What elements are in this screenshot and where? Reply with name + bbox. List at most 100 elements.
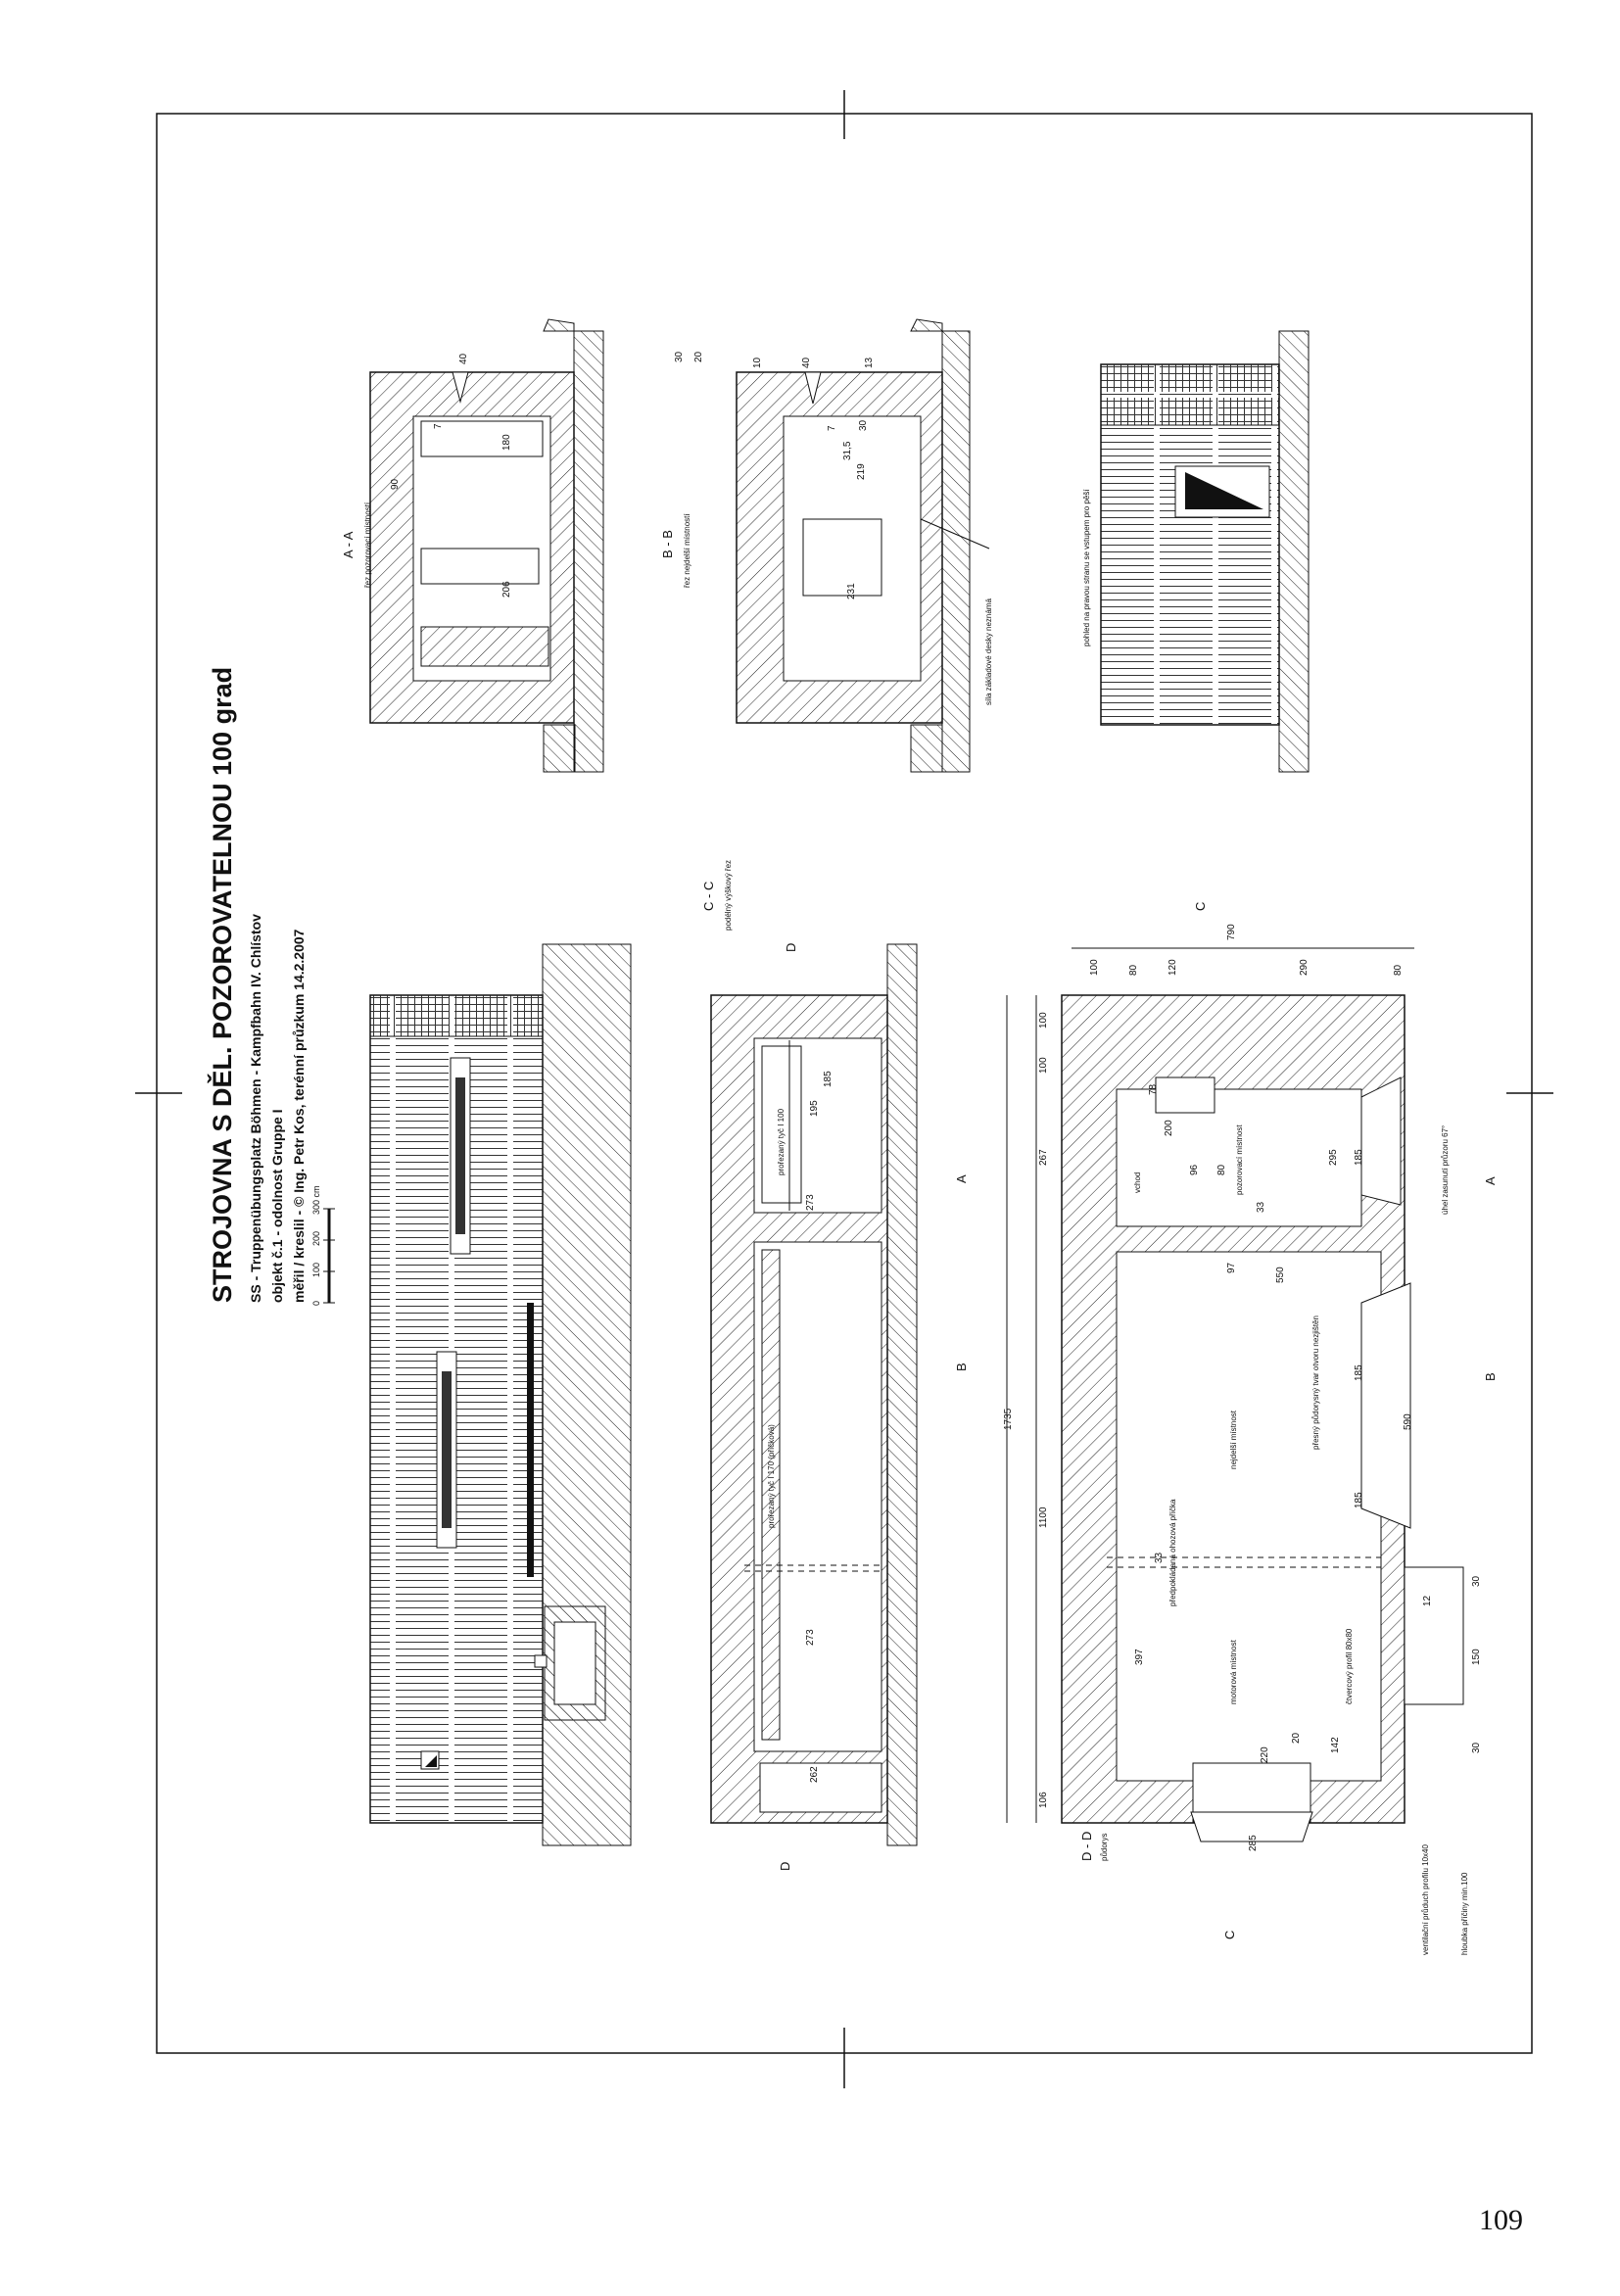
aa-dim-3: 180 — [501, 434, 512, 451]
dd-inner-8: 97 — [1226, 1262, 1237, 1273]
dd-inner-1: 200 — [1164, 1120, 1174, 1136]
dd-inner-10: 185 — [1354, 1364, 1364, 1381]
dd-top-3: 120 — [1167, 959, 1178, 976]
dd-marker-c1: C — [1193, 902, 1208, 911]
dd-left-5: 106 — [1038, 1792, 1049, 1808]
room-vchod: vchod — [1133, 1172, 1142, 1193]
aa-dim-4: 90 — [390, 478, 401, 490]
dd-inner-3: 96 — [1189, 1164, 1200, 1175]
bb-dim-5: 13 — [864, 357, 875, 368]
dd-note-1: úhel zasunutí průzoru 67° — [1441, 1125, 1450, 1215]
aa-dim-5: 206 — [501, 581, 512, 598]
dd-inner-13: 33 — [1154, 1552, 1165, 1563]
dd-left-1: 100 — [1038, 1012, 1049, 1028]
dd-inner-17: 30 — [1471, 1742, 1482, 1753]
view-elevation: pohled na pravou stranu se vstupem pro p… — [1082, 330, 1310, 773]
scale-tick-0: 0 — [311, 1301, 321, 1306]
dd-inner-20: 20 — [1291, 1732, 1302, 1744]
cc-prof1: prořezaný tyč I 100 — [777, 1108, 786, 1175]
dd-inner-2: 78 — [1148, 1083, 1159, 1095]
page-number: 109 — [1479, 2204, 1523, 2236]
cc-sub: podélný výškový řez — [724, 860, 733, 931]
dd-left-4: 1100 — [1038, 1507, 1049, 1528]
scale-tick-1: 100 — [311, 1263, 321, 1277]
room-motorova: motorová místnost — [1229, 1639, 1238, 1704]
bb-dim-3: 10 — [752, 357, 763, 368]
bb-label: B - B — [660, 530, 675, 558]
bb-dim-10: 231 — [846, 583, 857, 599]
scale-tick-3: 300 cm — [311, 1185, 321, 1215]
aa-sub: řez pozorovací místností — [363, 502, 372, 588]
dd-inner-12: 185 — [1354, 1492, 1364, 1508]
dd-left-2: 100 — [1038, 1057, 1049, 1074]
aa-dim-1: 40 — [458, 353, 469, 364]
bb-dim-6: 7 — [827, 425, 837, 431]
bb-dim-1: 30 — [674, 351, 685, 362]
dd-sub: půdorys — [1100, 1834, 1109, 1861]
dd-overall: 1735 — [1003, 1408, 1014, 1430]
dd-note-5: ventilační průduch profilu 10x40 — [1421, 1843, 1430, 1955]
dd-inner-14: 397 — [1134, 1649, 1145, 1665]
plan-dd: D - D půdorys 100 80 120 290 80 790 100 … — [1003, 902, 1498, 1955]
cc-marker-a: A — [954, 1174, 969, 1183]
section-aa: A - A řez pozorovací místností 40 7 180 … — [341, 318, 604, 773]
cc-dim-2: 195 — [809, 1100, 820, 1117]
cc-marker-d2: D — [778, 1862, 792, 1871]
title-line2: objekt č.1 - odolnost Gruppe I — [269, 1109, 285, 1303]
dd-inner-11: 590 — [1403, 1413, 1413, 1430]
dd-inner-9: 550 — [1275, 1267, 1286, 1283]
section-bb: B - B řez nejdelší místností 30 20 10 40… — [660, 318, 993, 773]
bb-dim-4: 40 — [801, 357, 812, 368]
aa-label: A - A — [341, 531, 356, 558]
view-label: pohled na pravou stranu se vstupem pro p… — [1082, 489, 1091, 646]
dd-inner-22: 285 — [1248, 1835, 1259, 1851]
long-elevation — [369, 943, 632, 1846]
dd-inner-21: 142 — [1330, 1737, 1341, 1753]
section-cc: C - C podélný výškový řez 185 195 273 27… — [701, 860, 969, 1871]
dd-marker-c2: C — [1222, 1931, 1237, 1939]
dd-left-3: 267 — [1038, 1149, 1049, 1166]
dd-top-1: 100 — [1089, 959, 1100, 976]
cc-prof2: prořezaný tyč I 170 (příčková) — [767, 1424, 776, 1528]
dd-total: 790 — [1226, 924, 1237, 940]
scale-bar: 0 100 200 300 cm — [311, 1185, 335, 1306]
bb-dim-8: 31,5 — [842, 441, 853, 460]
dd-inner-4: 80 — [1216, 1164, 1227, 1175]
dd-marker-b: B — [1483, 1372, 1498, 1381]
cc-marker-d1: D — [784, 943, 798, 952]
room-pozorovaci: pozorovací místnost — [1235, 1124, 1244, 1195]
dd-note-3: předpokládaná ohozová příčka — [1168, 1499, 1177, 1606]
dd-inner-7: 33 — [1256, 1201, 1266, 1213]
room-nejdelsi: nejdelší místnost — [1229, 1410, 1238, 1469]
cc-label: C - C — [701, 882, 716, 911]
dd-top-5: 80 — [1393, 964, 1404, 976]
scale-tick-2: 200 — [311, 1231, 321, 1246]
dd-inner-18: 12 — [1422, 1595, 1433, 1606]
bb-dim-2: 20 — [693, 351, 704, 362]
dd-top-2: 80 — [1128, 964, 1139, 976]
cc-marker-b: B — [954, 1363, 969, 1371]
dd-note-2: přesný půdorysný tvar otvoru nezjištěn — [1311, 1315, 1320, 1450]
dd-inner-5: 295 — [1328, 1149, 1339, 1166]
dd-inner-16: 150 — [1471, 1649, 1482, 1665]
bb-dim-9: 219 — [856, 463, 867, 480]
dd-marker-a: A — [1483, 1176, 1498, 1185]
dd-inner-6: 185 — [1354, 1149, 1364, 1166]
title-main: STROJOVNA S DĚL. POZOROVATELNOU 100 grad — [207, 667, 237, 1303]
bb-sub: řez nejdelší místností — [683, 513, 691, 588]
dd-inner-19: 220 — [1260, 1746, 1270, 1763]
dd-top-4: 290 — [1299, 959, 1310, 976]
bb-note: síla základové desky neznámá — [984, 598, 993, 706]
aa-dim-2: 7 — [433, 423, 444, 429]
cc-dim-3: 273 — [805, 1194, 816, 1211]
cc-dim-4: 273 — [805, 1629, 816, 1646]
bb-dim-7: 30 — [858, 419, 869, 431]
dd-note-4: čtvercový profil 80x80 — [1345, 1628, 1354, 1704]
registration-marks — [135, 90, 1553, 2088]
dd-inner-15: 30 — [1471, 1575, 1482, 1587]
dd-note-6: hloubka příčiny min.100 — [1460, 1872, 1469, 1955]
cc-dim-1: 185 — [823, 1071, 834, 1087]
title-line1: SS - Truppenübungsplatz Böhmen - Kampfba… — [248, 914, 263, 1303]
